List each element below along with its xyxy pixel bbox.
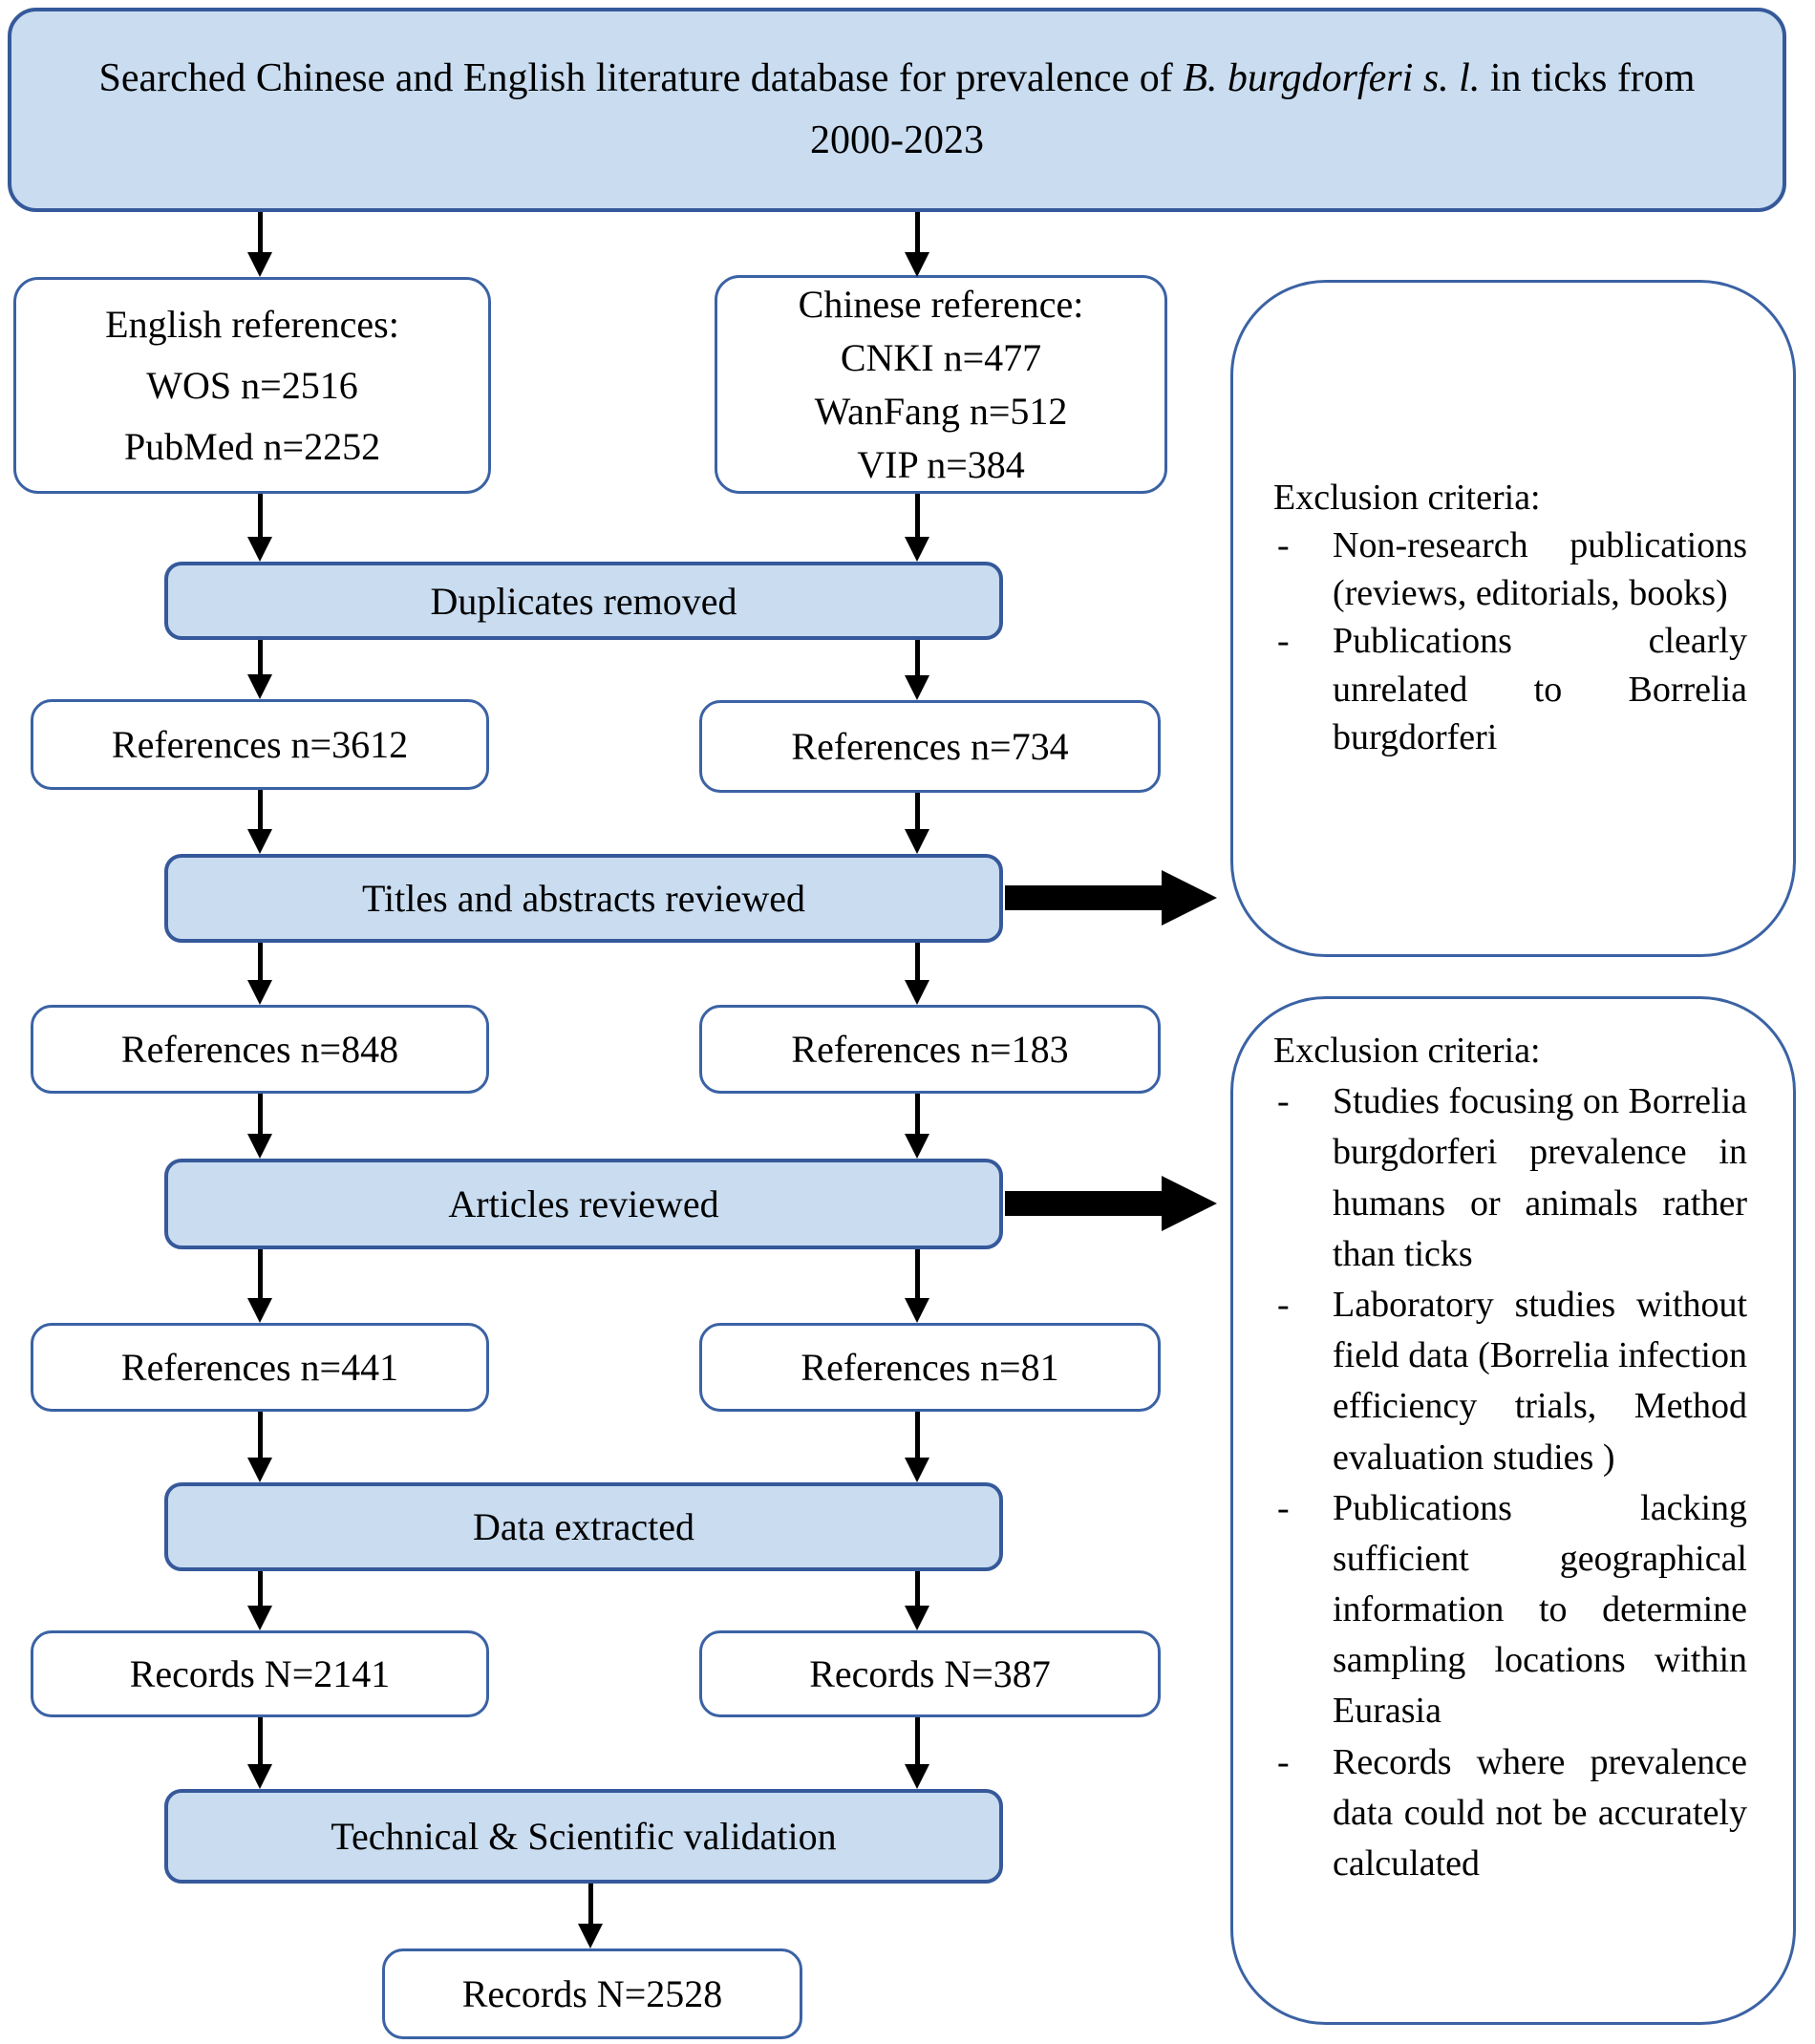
records-387-label: Records N=387 <box>809 1652 1051 1695</box>
exclusion2-item: - Studies focusing on Borrelia burgdorfe… <box>1273 1076 1747 1280</box>
arrow-down-icon <box>247 212 272 277</box>
arrow-down-icon <box>247 1571 272 1630</box>
chinese-refs-wanfang: WanFang n=512 <box>814 389 1068 433</box>
title-segment-pre: Searched Chinese and English literature … <box>98 55 1184 100</box>
exclusion1-item: - Non-research publications (reviews, ed… <box>1273 522 1747 617</box>
arrow-down-icon <box>905 1571 929 1630</box>
chinese-refs-cnki: CNKI n=477 <box>840 335 1042 379</box>
titles-abstracts-reviewed-box: Titles and abstracts reviewed <box>164 854 1003 943</box>
title-year-range: 2000-2023 <box>809 118 984 162</box>
references-441-box: References n=441 <box>31 1323 489 1412</box>
chinese-references-box: Chinese reference: CNKI n=477 WanFang n=… <box>715 275 1167 494</box>
title-segment-post: in ticks from <box>1480 55 1696 100</box>
search-title-text: Searched Chinese and English literature … <box>99 48 1696 172</box>
references-734-box: References n=734 <box>699 700 1161 793</box>
references-81-label: References n=81 <box>801 1346 1059 1389</box>
references-848-label: References n=848 <box>120 1028 399 1071</box>
bullet-dash: - <box>1277 621 1290 662</box>
english-references-box: English references: WOS n=2516 PubMed n=… <box>13 277 491 494</box>
references-3612-label: References n=3612 <box>111 723 409 766</box>
exclusion2-heading: Exclusion criteria: <box>1273 1031 1541 1071</box>
references-441-label: References n=441 <box>120 1346 399 1389</box>
references-3612-box: References n=3612 <box>31 699 489 790</box>
arrow-down-icon <box>578 1884 603 1948</box>
exclusion-arrow-icon <box>1005 870 1217 926</box>
exclusion2-item: - Laboratory studies without field data … <box>1273 1280 1747 1483</box>
arrow-down-icon <box>905 494 929 562</box>
exclusion1-item: - Publications clearly unrelated to Borr… <box>1273 617 1747 760</box>
chinese-refs-line: Chinese reference: <box>798 282 1084 326</box>
exclusion-arrow-icon <box>1005 1176 1217 1231</box>
bullet-dash: - <box>1277 525 1290 566</box>
exclusion2-item: - Publications lacking sufficient geogra… <box>1273 1483 1747 1737</box>
bullet-dash: - <box>1277 1081 1290 1122</box>
records-2528-label: Records N=2528 <box>461 1972 723 2015</box>
exclusion-criteria-box-1: Exclusion criteria: - Non-research publi… <box>1230 280 1796 957</box>
references-734-label: References n=734 <box>791 725 1069 768</box>
technical-validation-box: Technical & Scientific validation <box>164 1789 1003 1884</box>
exclusion1-heading: Exclusion criteria: <box>1273 478 1541 518</box>
arrow-down-icon <box>247 943 272 1005</box>
title-segment-italic: B. burgdorferi s. l. <box>1183 55 1481 100</box>
exclusion-criteria-box-2: Exclusion criteria: - Studies focusing o… <box>1230 996 1796 2025</box>
records-2141-label: Records N=2141 <box>129 1652 391 1695</box>
exclusion2-item: - Records where prevalence data could no… <box>1273 1737 1747 1890</box>
records-2528-box: Records N=2528 <box>382 1948 802 2039</box>
references-848-box: References n=848 <box>31 1005 489 1094</box>
records-2141-box: Records N=2141 <box>31 1630 489 1717</box>
arrow-down-icon <box>247 1094 272 1159</box>
arrow-down-icon <box>905 1249 929 1323</box>
references-183-box: References n=183 <box>699 1005 1161 1094</box>
data-extracted-box: Data extracted <box>164 1482 1003 1571</box>
arrow-down-icon <box>905 212 929 277</box>
articles-reviewed-label: Articles reviewed <box>448 1182 719 1225</box>
arrow-down-icon <box>905 1094 929 1159</box>
data-extracted-label: Data extracted <box>472 1505 695 1548</box>
arrow-down-icon <box>247 790 272 854</box>
bullet-dash: - <box>1277 1741 1290 1782</box>
bullet-dash: - <box>1277 1284 1290 1325</box>
bullet-dash: - <box>1277 1487 1290 1528</box>
records-387-box: Records N=387 <box>699 1630 1161 1717</box>
arrow-down-icon <box>247 1249 272 1323</box>
references-81-box: References n=81 <box>699 1323 1161 1412</box>
arrow-down-icon <box>905 793 929 854</box>
arrow-down-icon <box>905 640 929 700</box>
arrow-down-icon <box>905 1412 929 1482</box>
english-refs-wos: WOS n=2516 <box>146 363 358 407</box>
references-183-label: References n=183 <box>791 1028 1069 1071</box>
chinese-refs-vip: VIP n=384 <box>857 442 1025 486</box>
articles-reviewed-box: Articles reviewed <box>164 1159 1003 1249</box>
arrow-down-icon <box>905 943 929 1005</box>
duplicates-removed-box: Duplicates removed <box>164 562 1003 640</box>
technical-validation-label: Technical & Scientific validation <box>331 1815 837 1858</box>
search-title-box: Searched Chinese and English literature … <box>8 8 1786 212</box>
english-refs-line: English references: <box>105 302 399 346</box>
titles-abstracts-label: Titles and abstracts reviewed <box>362 877 805 920</box>
arrow-down-icon <box>247 1412 272 1482</box>
english-refs-pubmed: PubMed n=2252 <box>123 424 381 468</box>
arrow-down-icon <box>247 1717 272 1789</box>
arrow-down-icon <box>905 1717 929 1789</box>
duplicates-removed-label: Duplicates removed <box>430 579 737 623</box>
arrow-down-icon <box>247 494 272 562</box>
arrow-down-icon <box>247 640 272 699</box>
